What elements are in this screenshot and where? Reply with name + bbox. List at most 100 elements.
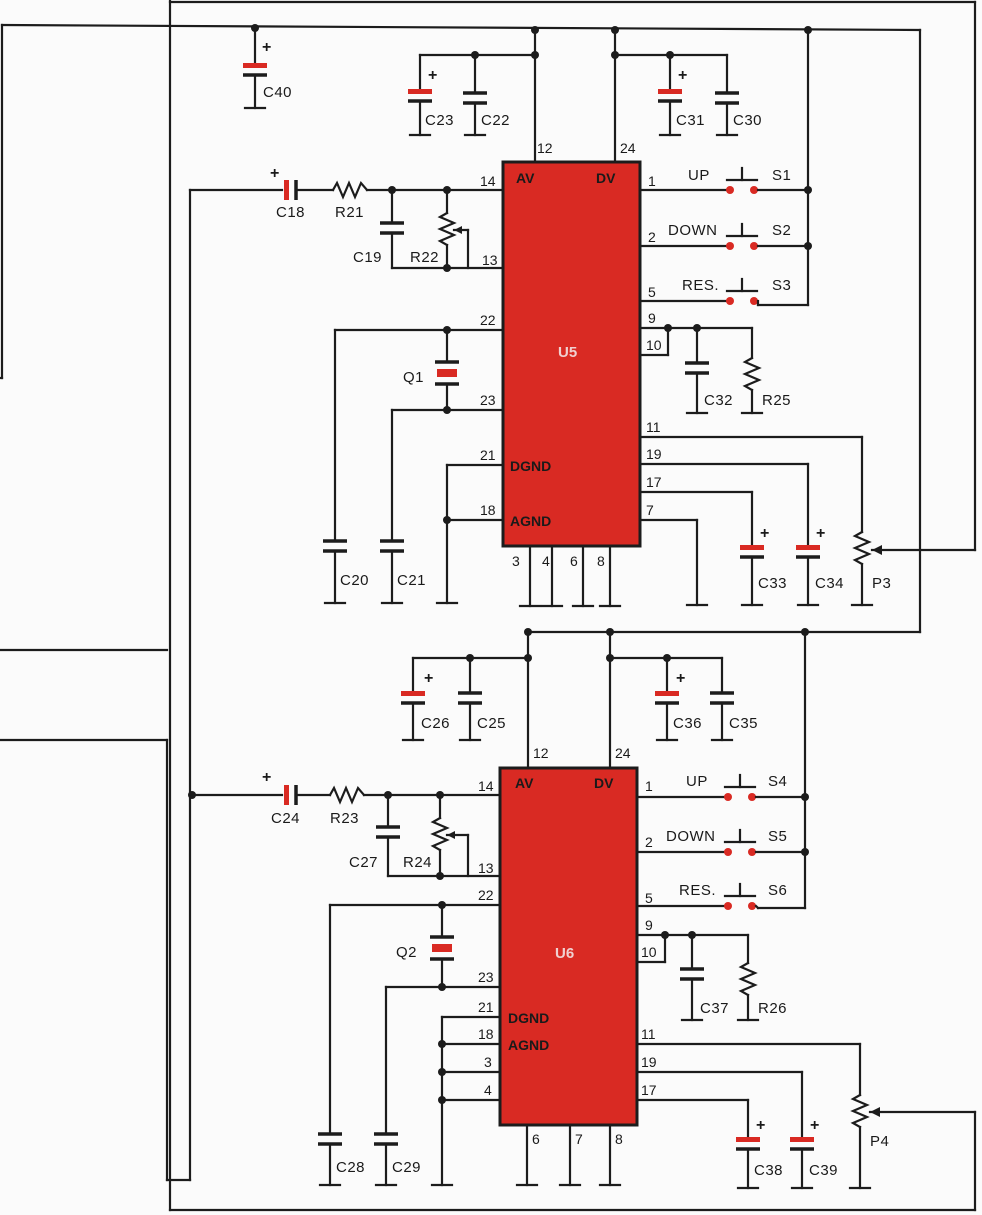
capacitor-c27: C27 [349,793,502,880]
c26-polarity: + [424,670,433,687]
u6-pin-12: 12 [533,745,549,761]
u5-pin-22: 22 [480,312,496,328]
c21-label: C21 [397,572,426,589]
u6-pin9-network: C37 R26 [635,931,787,1022]
r21-label: R21 [335,204,364,221]
u6-pin-13: 13 [478,860,494,876]
q1-label: Q1 [403,369,424,386]
u5-ground-wires [435,463,622,608]
u6-pin-6: 6 [532,1131,540,1147]
u5-pin-14: 14 [480,173,496,189]
u5-pin-11: 11 [646,419,661,435]
s5-ref: S5 [768,828,787,845]
c38-polarity: + [756,1117,765,1134]
u5-pin-numbers: 12 24 14 13 22 23 21 18 1 2 5 9 10 11 19… [480,140,662,569]
u5-pin-21: 21 [480,447,496,463]
switch-s2[interactable]: DOWN S2 [638,222,810,250]
c36-polarity: + [676,670,685,687]
c23-label: C23 [425,112,454,129]
c39-polarity: + [810,1117,819,1134]
s4-caption: UP [686,773,708,790]
u6-pin-3: 3 [484,1054,492,1070]
capacitor-c36: + C36 [655,656,702,742]
c24-polarity: + [262,769,271,786]
c33-polarity: + [760,525,769,542]
capacitor-c20: C20 [323,539,369,605]
capacitor-c29: C29 [374,1132,421,1187]
c34-label: C34 [815,575,844,592]
switch-s3[interactable]: RES. S3 [638,277,791,307]
s3-ref: S3 [772,277,791,294]
c27-label: C27 [349,854,378,871]
u5-pin9-network: C32 R25 [638,324,791,415]
crystal-q2: Q2 [328,901,502,1135]
capacitor-c35: C35 [710,656,758,742]
chip-u6: AV DV U6 DGND AGND [498,766,639,1127]
c32-label: C32 [704,392,733,409]
capacitor-c24: + C24 [262,769,332,827]
u5-output-network: P3 + C34 + C33 [638,435,891,607]
c28-label: C28 [336,1159,365,1176]
u5-pin-10: 10 [646,337,662,353]
u6-pin-numbers: 12 24 14 13 22 23 21 18 3 4 1 2 5 9 10 1… [478,745,657,1147]
u6-name: U6 [555,945,574,962]
c37-label: C37 [700,1000,729,1017]
c35-label: C35 [729,715,758,732]
c31-label: C31 [676,112,705,129]
switch-s1[interactable]: UP S1 [638,166,810,194]
u6-pin-22: 22 [478,887,494,903]
s1-caption: UP [688,167,710,184]
c30-label: C30 [733,112,762,129]
capacitor-c23: + C23 [408,53,454,137]
p4-label: P4 [870,1133,889,1150]
u6-pin-17: 17 [641,1082,657,1098]
c36-label: C36 [673,715,702,732]
u6-ground-wires [430,1015,622,1187]
u5-pin-8: 8 [597,553,605,569]
u5-pin-5: 5 [648,284,656,300]
s6-ref: S6 [768,882,787,899]
u6-agnd-text: AGND [508,1037,549,1053]
s6-caption: RES. [679,882,716,899]
s2-caption: DOWN [668,222,718,239]
s5-caption: DOWN [666,828,716,845]
r25-label: R25 [762,392,791,409]
u6-pin-8: 8 [615,1131,623,1147]
outer-frame [168,0,977,1212]
s4-ref: S4 [768,773,787,790]
c26-label: C26 [421,715,450,732]
u6-pin-19: 19 [641,1054,657,1070]
q2-label: Q2 [396,944,417,961]
c24-label: C24 [271,810,300,827]
u5-dv-text: DV [596,170,616,186]
r23-label: R23 [330,810,359,827]
u5-av-text: AV [516,170,535,186]
u6-pin-5: 5 [645,890,653,906]
c20-label: C20 [340,572,369,589]
capacitor-c21: C21 [380,539,426,605]
r26-label: R26 [758,1000,787,1017]
c22-label: C22 [481,112,510,129]
u6-av-text: AV [515,775,534,791]
capacitor-c31: + C31 [658,53,705,137]
capacitor-c28: C28 [318,1132,365,1187]
capacitor-c26: + C26 [401,656,450,742]
u5-pin-23: 23 [480,392,496,408]
u6-dgnd-text: DGND [508,1010,549,1026]
u5-pin-6: 6 [570,553,578,569]
u5-pin-19: 19 [646,446,662,462]
r22-label: R22 [410,249,439,266]
u6-pin-14: 14 [478,778,494,794]
switch-s5[interactable]: DOWN S5 [635,828,807,856]
c31-polarity: + [678,67,687,84]
capacitor-c25: C25 [458,656,506,742]
switch-s6[interactable]: RES. S6 [635,882,787,910]
u6-pin-1: 1 [645,778,653,794]
u5-pin-13: 13 [482,252,498,268]
u5-pin-24: 24 [620,140,636,156]
u6-pin-9: 9 [645,917,653,933]
switch-s4[interactable]: UP S4 [635,773,807,801]
u6-pin-10: 10 [641,944,657,960]
u5-pin-4: 4 [542,553,550,569]
